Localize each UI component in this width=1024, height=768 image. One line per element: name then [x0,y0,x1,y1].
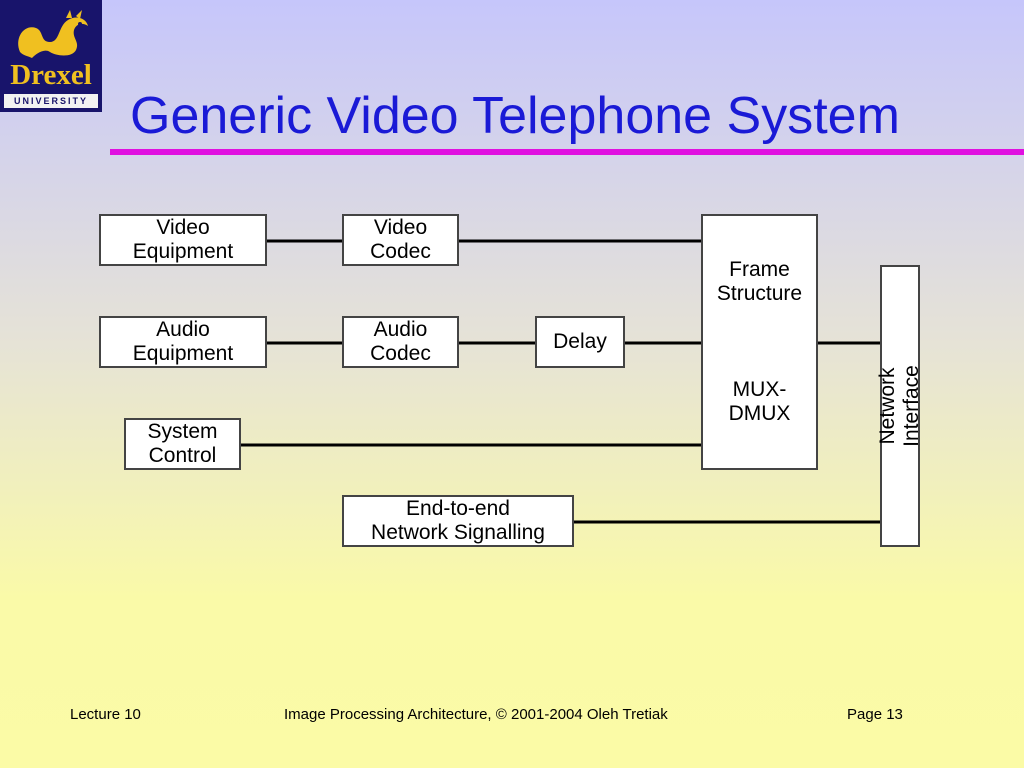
video-codec-block: Video Codec [342,214,459,266]
mux-dmux-block: Frame Structure MUX- DMUX [701,214,818,470]
mux-dmux-label: MUX- DMUX [728,378,791,425]
title-underline [110,149,1024,155]
audio-equipment-block: Audio Equipment [99,316,267,368]
footer-copyright: Image Processing Architecture, © 2001-20… [284,706,668,723]
network-interface-block: Network Interface [876,265,923,547]
frame-structure-label: Frame Structure [716,258,803,305]
drexel-logo: Drexel UNIVERSITY [0,0,102,112]
delay-block: Delay [535,316,625,368]
footer-page-number: Page 13 [847,706,903,723]
dragon-icon [18,10,88,58]
system-control-block: System Control [124,418,241,470]
video-equipment-block: Video Equipment [99,214,267,266]
slide-title: Generic Video Telephone System [130,87,900,145]
logo-subtitle: UNIVERSITY [4,94,98,108]
logo-wordmark: Drexel [10,59,92,91]
end-to-end-signalling-block: End-to-end Network Signalling [342,495,574,547]
footer-lecture: Lecture 10 [70,706,141,723]
network-interface-label: Network Interface [876,365,923,447]
audio-codec-block: Audio Codec [342,316,459,368]
